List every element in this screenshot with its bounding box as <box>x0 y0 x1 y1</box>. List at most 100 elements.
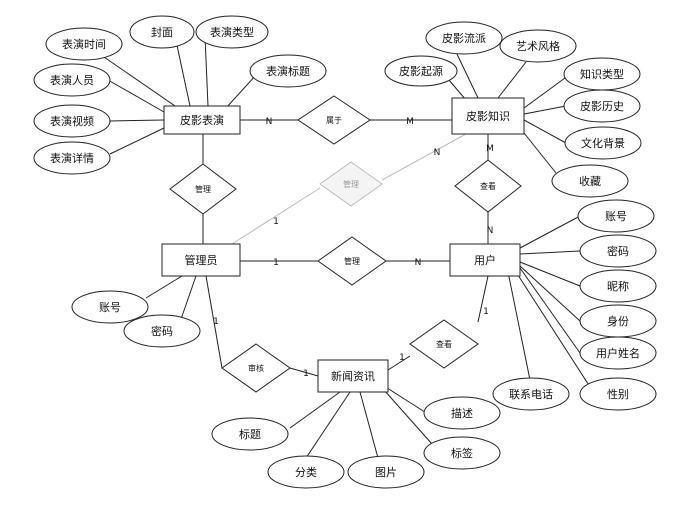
news-attribute-edges <box>289 385 433 459</box>
attr-perf-people-label: 表演人员 <box>50 73 94 87</box>
attr-news-category-label: 分类 <box>295 465 317 479</box>
attr-user-nickname[interactable]: 昵称 <box>579 269 657 303</box>
rel-manage-knowledge[interactable]: 管理 <box>319 161 383 207</box>
card-view-news-user: 1 <box>483 307 489 317</box>
attr-kn-style-label: 艺术风格 <box>516 39 560 53</box>
attr-news-image[interactable]: 图片 <box>347 455 425 489</box>
rel-manage-user-label: 管理 <box>344 256 360 266</box>
attr-perf-title[interactable]: 表演标题 <box>249 54 327 88</box>
perf-attribute-edges <box>87 35 257 155</box>
attr-news-image-label: 图片 <box>375 466 397 479</box>
entity-user-label: 用户 <box>474 253 496 267</box>
attr-admin-account[interactable]: 账号 <box>71 290 149 324</box>
card-manage-user-user: N <box>415 258 422 268</box>
attr-perf-cover[interactable]: 封面 <box>129 15 195 49</box>
card-belongs-perf: N <box>266 117 273 127</box>
attr-user-password-label: 密码 <box>607 244 629 258</box>
entity-performance[interactable]: 皮影表演 <box>163 105 241 135</box>
attr-admin-account-label: 账号 <box>99 301 121 314</box>
rel-manage-performance[interactable]: 管理 <box>169 163 237 215</box>
attr-kn-origin[interactable]: 皮影起源 <box>384 55 458 87</box>
entity-admin-label: 管理员 <box>185 253 218 267</box>
rel-view-news-label: 查看 <box>436 339 452 349</box>
attr-perf-people[interactable]: 表演人员 <box>33 63 111 97</box>
attr-kn-school-label: 皮影流派 <box>442 31 486 45</box>
card-belongs-kn: M <box>406 117 414 127</box>
attr-user-account-label: 账号 <box>605 210 627 223</box>
attr-user-password[interactable]: 密码 <box>579 234 657 268</box>
attr-user-identity-label: 身份 <box>607 314 629 328</box>
entity-performance-label: 皮影表演 <box>180 113 224 127</box>
entity-user[interactable]: 用户 <box>449 243 521 277</box>
attr-user-identity[interactable]: 身份 <box>579 304 657 338</box>
entity-news[interactable]: 新闻资讯 <box>317 359 389 393</box>
attr-perf-time-label: 表演时间 <box>62 37 106 51</box>
entity-admin[interactable]: 管理员 <box>161 243 241 277</box>
card-view-news-news: 1 <box>399 353 405 363</box>
entity-knowledge-label: 皮影知识 <box>466 109 510 123</box>
card-view-kn-kn: M <box>486 144 494 154</box>
attr-kn-origin-label: 皮影起源 <box>399 64 443 78</box>
attr-kn-school[interactable]: 皮影流派 <box>425 21 503 55</box>
manage-knowledge-edges <box>231 133 467 245</box>
rel-manage-knowledge-label: 管理 <box>343 179 359 189</box>
attr-user-phone[interactable]: 联系电话 <box>492 377 570 411</box>
card-manage-kn-kn: N <box>434 148 441 158</box>
attr-news-category[interactable]: 分类 <box>267 455 345 489</box>
attr-user-gender[interactable]: 性别 <box>579 377 657 411</box>
rel-review-news[interactable]: 审核 <box>221 343 291 393</box>
rel-view-knowledge[interactable]: 查看 <box>454 159 522 213</box>
attr-perf-title-label: 表演标题 <box>266 64 310 78</box>
attr-user-name-label: 用户姓名 <box>596 346 640 360</box>
card-manage-kn-admin: 1 <box>273 217 279 227</box>
rel-view-news[interactable]: 查看 <box>409 319 479 369</box>
relationship-edges <box>202 119 489 377</box>
rel-manage-performance-label: 管理 <box>195 184 211 194</box>
rel-review-news-label: 审核 <box>248 363 264 373</box>
attr-admin-password-label: 密码 <box>151 324 173 338</box>
attr-kn-favorite[interactable]: 收藏 <box>551 164 629 198</box>
attr-user-phone-label: 联系电话 <box>509 388 553 401</box>
admin-attribute-edges <box>145 275 197 323</box>
attr-kn-culture-label: 文化背景 <box>581 136 625 150</box>
attr-news-title-label: 标题 <box>239 427 261 441</box>
attr-user-account[interactable]: 账号 <box>577 199 655 233</box>
attr-user-nickname-label: 昵称 <box>607 279 629 293</box>
attr-perf-time[interactable]: 表演时间 <box>45 27 123 61</box>
attr-news-title[interactable]: 标题 <box>211 417 289 451</box>
attr-perf-type-label: 表演类型 <box>210 25 254 39</box>
attr-perf-detail[interactable]: 表演详情 <box>33 141 111 175</box>
entity-news-label: 新闻资讯 <box>331 369 375 383</box>
rel-manage-user[interactable]: 管理 <box>317 236 387 286</box>
attr-news-tag[interactable]: 标签 <box>423 436 501 470</box>
attr-perf-type[interactable]: 表演类型 <box>195 15 269 49</box>
attr-perf-video[interactable]: 表演视频 <box>33 104 111 138</box>
attr-user-name[interactable]: 用户姓名 <box>579 336 657 370</box>
attr-admin-password[interactable]: 密码 <box>123 314 201 348</box>
rel-belongs[interactable]: 属于 <box>297 95 371 145</box>
attr-kn-history[interactable]: 皮影历史 <box>563 89 641 123</box>
user-attribute-edges <box>507 215 593 391</box>
attr-kn-type-label: 知识类型 <box>580 67 624 81</box>
card-manage-user-admin: 1 <box>273 258 279 268</box>
card-view-kn-user: N <box>487 226 494 236</box>
attr-kn-culture[interactable]: 文化背景 <box>564 126 642 160</box>
attr-kn-favorite-label: 收藏 <box>579 174 601 188</box>
rel-belongs-label: 属于 <box>326 116 342 125</box>
attr-news-tag-label: 标签 <box>451 446 473 460</box>
card-review-admin: 1 <box>213 317 219 327</box>
attr-news-desc[interactable]: 描述 <box>423 396 501 430</box>
attr-news-desc-label: 描述 <box>451 406 473 420</box>
entity-knowledge[interactable]: 皮影知识 <box>451 97 525 135</box>
rel-view-knowledge-label: 查看 <box>480 181 496 191</box>
attr-kn-style[interactable]: 艺术风格 <box>499 29 577 63</box>
attr-kn-type[interactable]: 知识类型 <box>563 57 641 91</box>
attr-perf-video-label: 表演视频 <box>50 114 94 128</box>
attr-kn-history-label: 皮影历史 <box>580 100 624 113</box>
knowledge-attribute-edges <box>442 51 567 174</box>
attr-user-gender-label: 性别 <box>607 387 629 401</box>
card-review-news: 1 <box>303 369 309 379</box>
attr-perf-detail-label: 表演详情 <box>50 151 94 165</box>
attr-perf-cover-label: 封面 <box>151 25 173 39</box>
